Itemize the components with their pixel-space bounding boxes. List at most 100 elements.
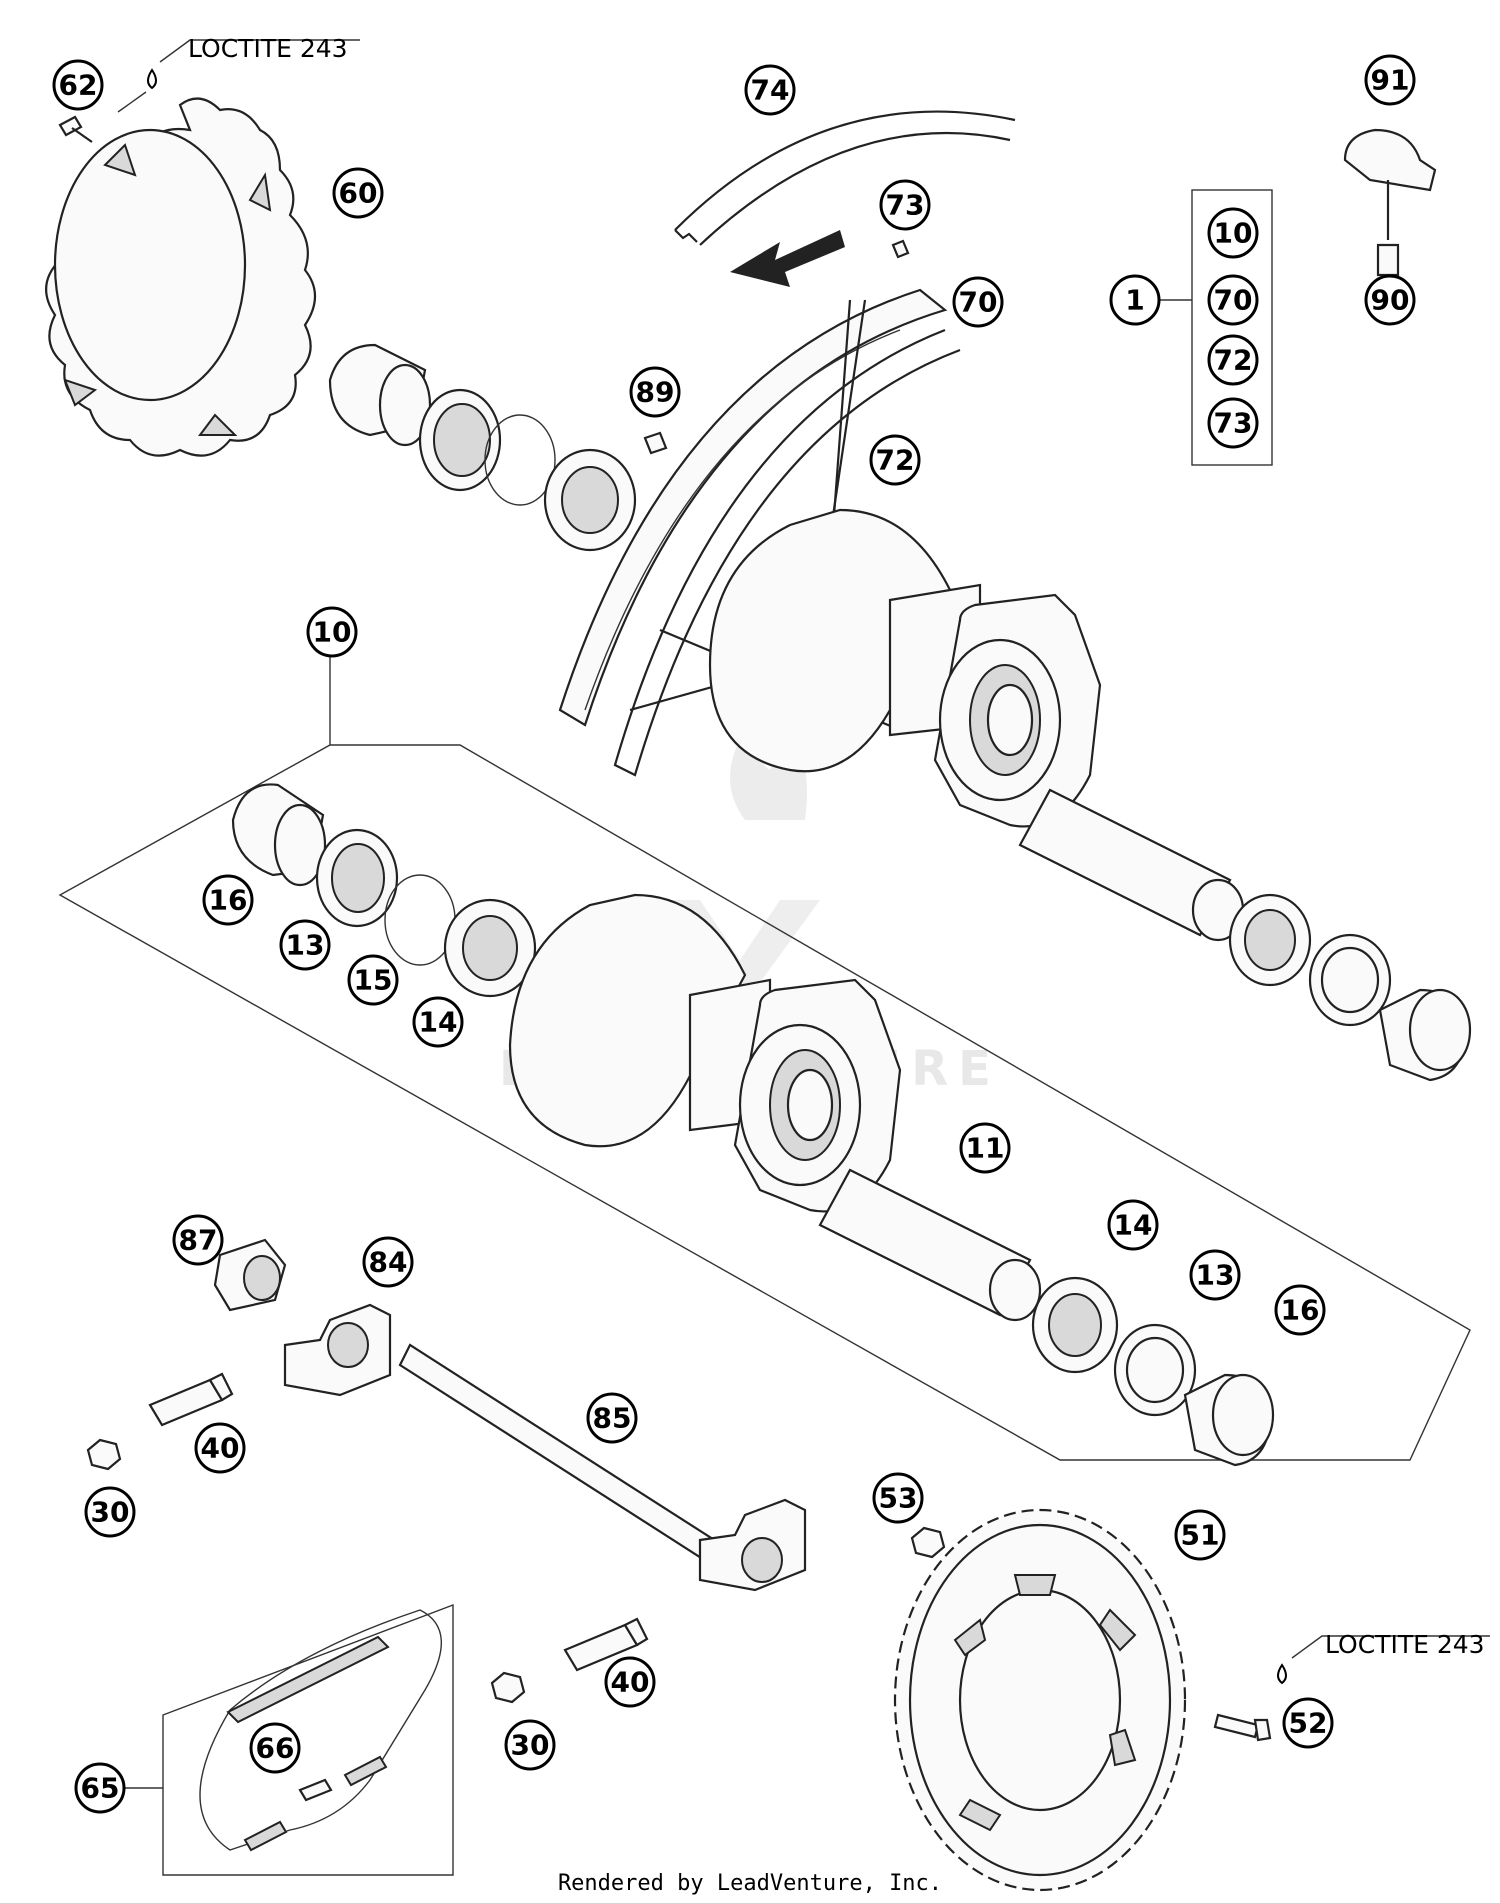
sprocket-nut-53 <box>910 1526 946 1559</box>
rear-sprocket <box>893 1508 1187 1892</box>
callout-62[interactable]: 62 <box>52 59 104 111</box>
loctite-note-bottom: LOCTITE 243 <box>1325 1630 1485 1659</box>
nut-30a <box>86 1438 122 1471</box>
svg-text:53: 53 <box>879 1482 918 1515</box>
chain-adjuster-84 <box>283 1303 392 1397</box>
callout-11[interactable]: 11 <box>959 1122 1011 1174</box>
callout-72-kit[interactable]: 72 <box>1207 334 1259 386</box>
lower-right-bearings <box>1031 1276 1275 1467</box>
callout-74[interactable]: 74 <box>744 64 796 116</box>
sprocket-bolt-52 <box>1213 1713 1272 1742</box>
wheel-rim <box>558 288 961 777</box>
callout-84[interactable]: 84 <box>362 1236 414 1288</box>
loctite-leader-bottom <box>1291 1635 1490 1659</box>
svg-text:73: 73 <box>1214 407 1253 440</box>
kit-box-1 <box>1191 189 1273 466</box>
callout-89[interactable]: 89 <box>629 366 681 418</box>
svg-text:91: 91 <box>1371 64 1410 97</box>
svg-text:13: 13 <box>286 929 325 962</box>
callout-16-left[interactable]: 16 <box>202 874 254 926</box>
upper-left-hub-parts <box>328 343 637 552</box>
svg-text:85: 85 <box>593 1402 632 1435</box>
svg-text:72: 72 <box>1214 344 1253 377</box>
callout-73-kit[interactable]: 73 <box>1207 397 1259 449</box>
callout-85[interactable]: 85 <box>586 1392 638 1444</box>
callout-40-right[interactable]: 40 <box>604 1656 656 1708</box>
callout-70-rim[interactable]: 70 <box>952 276 1004 328</box>
callout-87[interactable]: 87 <box>172 1214 224 1266</box>
callout-51[interactable]: 51 <box>1174 1509 1226 1561</box>
callout-13-right[interactable]: 13 <box>1189 1249 1241 1301</box>
upper-spacer-tube <box>1018 788 1245 942</box>
callout-53[interactable]: 53 <box>872 1472 924 1524</box>
svg-text:40: 40 <box>611 1666 650 1699</box>
loctite-drop-icon-bottom <box>1277 1663 1287 1685</box>
callout-60[interactable]: 60 <box>332 167 384 219</box>
brake-disc <box>45 97 317 457</box>
callout-15[interactable]: 15 <box>347 954 399 1006</box>
callout-30-right[interactable]: 30 <box>504 1719 556 1771</box>
loctite-note-top: LOCTITE 243 <box>188 34 348 63</box>
adjuster-bolt-40a <box>148 1372 234 1427</box>
callout-70-kit[interactable]: 70 <box>1207 274 1259 326</box>
svg-text:70: 70 <box>959 286 998 319</box>
footer-credit: Rendered by LeadVenture, Inc. <box>558 1871 942 1896</box>
nut-30b <box>490 1671 526 1704</box>
adjuster-bolt-40b <box>563 1617 649 1672</box>
svg-text:13: 13 <box>1196 1259 1235 1292</box>
svg-text:11: 11 <box>966 1132 1005 1165</box>
callout-72-spoke[interactable]: 72 <box>869 434 921 486</box>
svg-text:14: 14 <box>1114 1209 1153 1242</box>
svg-text:15: 15 <box>354 964 393 997</box>
lower-spacer-tube <box>818 1168 1042 1322</box>
callout-14-right[interactable]: 14 <box>1107 1199 1159 1251</box>
svg-text:1: 1 <box>1125 284 1144 317</box>
svg-text:16: 16 <box>1281 1294 1320 1327</box>
callout-52[interactable]: 52 <box>1282 1697 1334 1749</box>
svg-text:10: 10 <box>313 616 352 649</box>
spoke-nipple <box>891 239 910 259</box>
callout-10-hub[interactable]: 10 <box>306 606 358 658</box>
callout-90[interactable]: 90 <box>1364 274 1416 326</box>
callout-14-left[interactable]: 14 <box>412 996 464 1048</box>
callout-91[interactable]: 91 <box>1364 54 1416 106</box>
svg-text:90: 90 <box>1371 284 1410 317</box>
svg-text:60: 60 <box>339 177 378 210</box>
svg-text:70: 70 <box>1214 284 1253 317</box>
callout-1[interactable]: 1 <box>1109 274 1161 326</box>
callout-30-left[interactable]: 30 <box>84 1486 136 1538</box>
lower-hub-body <box>508 893 902 1213</box>
upper-hub <box>708 508 1102 828</box>
svg-text:30: 30 <box>511 1729 550 1762</box>
tire-segment <box>674 110 1016 246</box>
callout-10-kit[interactable]: 10 <box>1207 207 1259 259</box>
svg-text:72: 72 <box>876 444 915 477</box>
callout-66[interactable]: 66 <box>249 1722 301 1774</box>
svg-text:62: 62 <box>59 69 98 102</box>
svg-text:16: 16 <box>209 884 248 917</box>
disc-bolt <box>58 115 93 143</box>
svg-text:30: 30 <box>91 1496 130 1529</box>
callout-73-top[interactable]: 73 <box>879 179 931 231</box>
svg-text:10: 10 <box>1214 217 1253 250</box>
axle-nut-87 <box>213 1238 287 1312</box>
callout-40-left[interactable]: 40 <box>194 1422 246 1474</box>
svg-text:87: 87 <box>179 1224 218 1257</box>
callout-65[interactable]: 65 <box>74 1762 126 1814</box>
valve-cap <box>1343 128 1437 277</box>
svg-text:73: 73 <box>886 189 925 222</box>
svg-text:66: 66 <box>256 1732 295 1765</box>
svg-text:14: 14 <box>419 1006 458 1039</box>
axle-85 <box>398 1343 807 1592</box>
rotation-arrow-icon <box>730 230 845 287</box>
callout-16-right[interactable]: 16 <box>1274 1284 1326 1336</box>
svg-text:89: 89 <box>636 376 675 409</box>
upper-right-bearings <box>1228 893 1472 1082</box>
chain-kit <box>125 1603 454 1876</box>
loctite-leader-top <box>159 39 360 63</box>
rim-nipple <box>643 431 668 455</box>
hub-kit-outline <box>58 744 1471 1461</box>
svg-text:74: 74 <box>751 74 790 107</box>
callout-13-left[interactable]: 13 <box>279 919 331 971</box>
svg-text:52: 52 <box>1289 1707 1328 1740</box>
